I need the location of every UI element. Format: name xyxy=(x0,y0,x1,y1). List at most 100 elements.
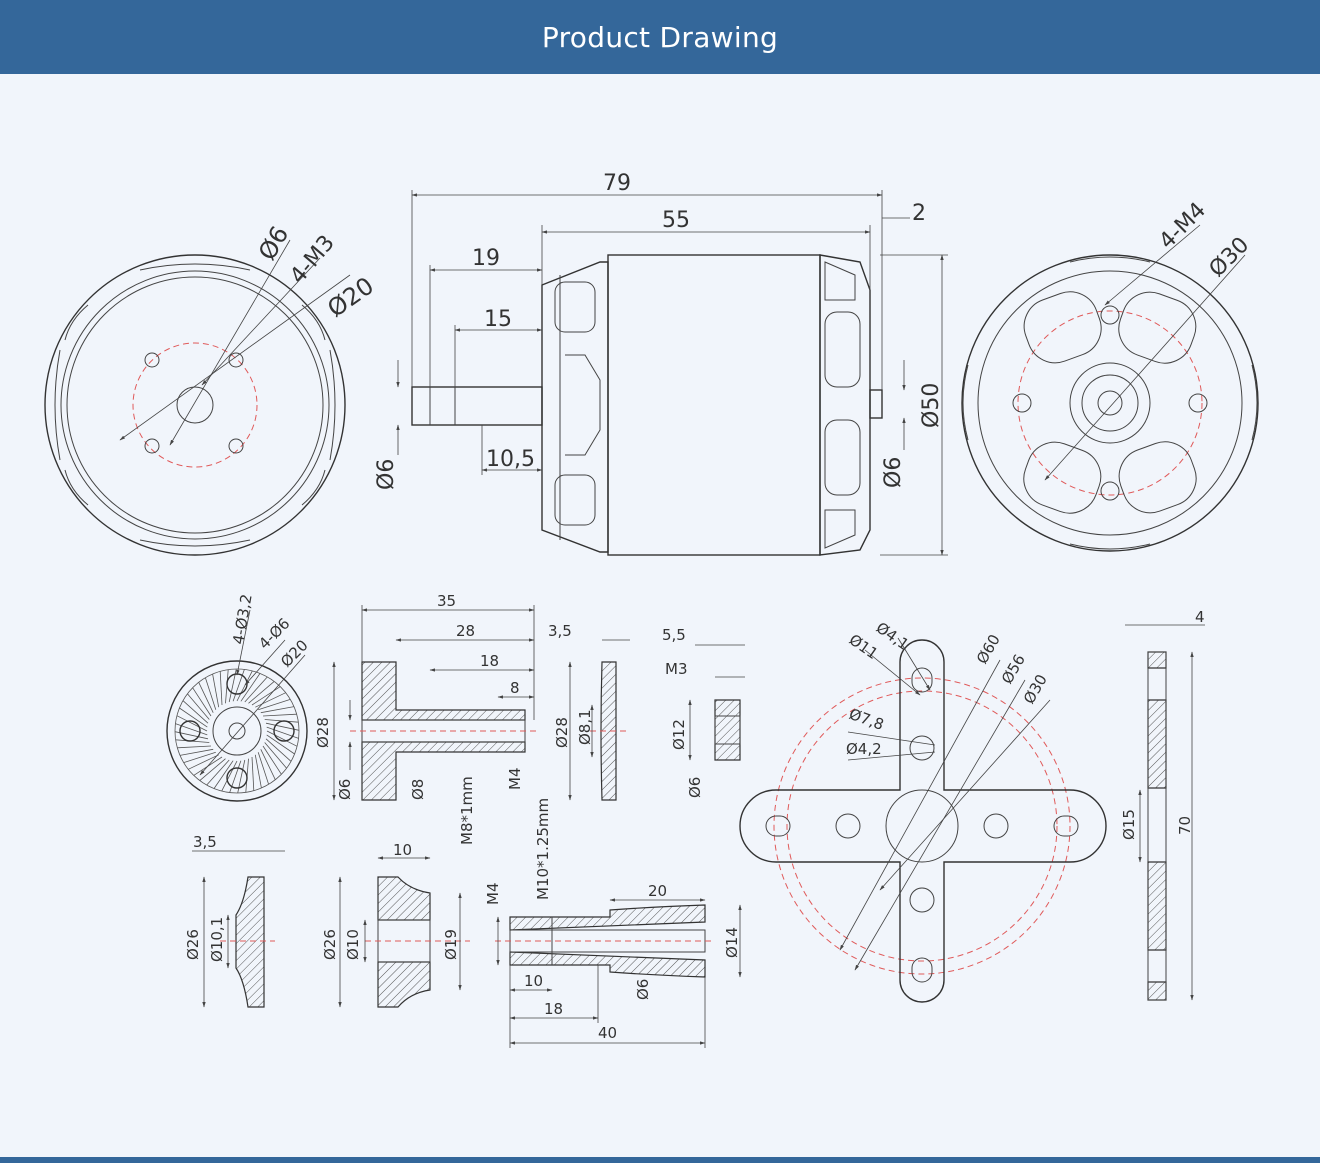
dim-g-phi26: Ø26 xyxy=(184,929,202,960)
page-title: Product Drawing xyxy=(541,20,779,54)
dim-b-28: 28 xyxy=(456,622,475,640)
spacer-cone-side: 10 Ø26 Ø10 Ø19 xyxy=(321,841,470,1008)
knurl-line xyxy=(198,682,214,713)
shaft-adapter-side: M4 M10*1.25mm 20 Ø14 10 18 40 Ø6 xyxy=(484,798,742,1048)
dim-2: 2 xyxy=(912,201,926,226)
dim-h-phi26: Ø26 xyxy=(321,929,339,960)
front-view-left: Ø6 4-M3 Ø20 xyxy=(44,221,379,556)
label-a-4phi32: 4-Ø3,2 xyxy=(229,593,256,646)
knurl-line xyxy=(179,748,214,756)
prop-adapter-side: 35 28 18 8 Ø28 Ø6 Ø8 M8*1mm M4 xyxy=(314,592,540,845)
dim-i-m4: M4 xyxy=(484,883,502,906)
dim-i-20: 20 xyxy=(648,882,667,900)
side-view-motor: 79 55 2 19 15 10,5 Ø6 Ø6 Ø50 xyxy=(374,171,948,556)
dim-f-phi15: Ø15 xyxy=(1120,809,1138,840)
dim-b-8: 8 xyxy=(510,679,520,697)
dim-b-18: 18 xyxy=(480,652,499,670)
dim-i-phi14: Ø14 xyxy=(723,927,741,958)
dim-h-phi10: Ø10 xyxy=(344,929,362,960)
knurl-line xyxy=(232,669,245,702)
knurl-line xyxy=(188,754,219,770)
dim-phi50: Ø50 xyxy=(919,383,944,428)
dim-b-35: 35 xyxy=(437,592,456,610)
dim-i-40: 40 xyxy=(598,1024,617,1042)
dim-15: 15 xyxy=(484,307,512,332)
dim-e-phi78: Ø7,8 xyxy=(847,705,887,734)
dim-h-phi19: Ø19 xyxy=(442,929,460,960)
knurl-line xyxy=(206,759,230,786)
dim-b-m8: M8*1mm xyxy=(458,776,476,845)
mount-cross: Ø4,1 Ø11 Ø60 Ø56 Ø30 Ø7,8 Ø4,2 xyxy=(739,619,1107,1003)
dim-19: 19 xyxy=(472,246,500,271)
knurl-line xyxy=(176,715,208,732)
knurl-line xyxy=(199,758,226,781)
knurl-line xyxy=(266,730,298,747)
dim-e-phi42: Ø4,2 xyxy=(846,740,882,758)
label-l-phi20: Ø20 xyxy=(322,272,379,323)
dim-h-10: 10 xyxy=(393,841,412,859)
knurl-line xyxy=(266,726,299,739)
label-l-4m3: 4-M3 xyxy=(285,231,339,289)
dim-g-35: 3,5 xyxy=(193,833,217,851)
dim-e-phi30: Ø30 xyxy=(1020,671,1051,707)
knurl-line xyxy=(258,699,291,711)
knurl-line xyxy=(266,734,295,755)
mount-side: 4 70 Ø15 xyxy=(1120,608,1205,1001)
dim-g-phi101: Ø10,1 xyxy=(208,917,226,962)
page-header: Product Drawing xyxy=(0,0,1320,74)
nut-side: 5,5 M3 Ø12 Ø6 xyxy=(662,626,745,798)
dim-f-4: 4 xyxy=(1195,608,1205,626)
knurl-line xyxy=(265,738,292,762)
dim-phi6-rear: Ø6 xyxy=(881,457,906,488)
dim-79: 79 xyxy=(603,171,631,196)
technical-drawing: Ø6 4-M3 Ø20 xyxy=(44,171,1259,1048)
knurl-line xyxy=(236,670,253,702)
dim-d-phi12: Ø12 xyxy=(670,719,688,750)
label-l-phi6: Ø6 xyxy=(253,221,294,265)
knurl-line xyxy=(251,686,281,706)
prop-adapter-front: 4-Ø3,2 4-Ø6 Ø20 xyxy=(166,593,312,802)
dim-d-55: 5,5 xyxy=(662,626,686,644)
dim-phi6-shaft: Ø6 xyxy=(374,459,399,490)
knurl-line xyxy=(248,681,275,704)
knurl-line xyxy=(212,673,220,708)
dim-d-phi6: Ø6 xyxy=(686,777,704,798)
dim-i-18: 18 xyxy=(544,1000,563,1018)
knurl-line xyxy=(179,707,208,728)
dim-55: 55 xyxy=(662,208,690,233)
label-r-phi30: Ø30 xyxy=(1205,233,1255,283)
washer-2-side: 3,5 Ø26 Ø10,1 xyxy=(184,833,285,1008)
knurl-line xyxy=(183,751,216,763)
knurl-line xyxy=(260,749,276,780)
knurl-line xyxy=(255,692,286,708)
knurl-line xyxy=(254,754,262,789)
knurl-line xyxy=(205,677,217,710)
knurl-line xyxy=(264,742,287,769)
knurl-line xyxy=(219,671,223,706)
dim-i-10: 10 xyxy=(524,972,543,990)
knurl-line xyxy=(262,745,282,775)
knurl-line xyxy=(257,752,269,785)
label-r-4m4: 4-M4 xyxy=(1155,198,1212,255)
knurl-line xyxy=(229,760,242,793)
knurl-line xyxy=(192,687,212,717)
knurl-line xyxy=(213,760,234,789)
dim-c-phi81: Ø8,1 xyxy=(576,709,594,745)
dim-c-35: 3,5 xyxy=(548,622,572,640)
label-a-phi20: Ø20 xyxy=(277,636,312,671)
washer-side: 3,5 Ø28 Ø8,1 xyxy=(548,622,630,801)
dim-b-phi28: Ø28 xyxy=(314,717,332,748)
knurl-line xyxy=(182,700,209,724)
dim-c-phi28: Ø28 xyxy=(553,717,571,748)
footer-bar xyxy=(0,1157,1320,1163)
rear-view-right: 4-M4 Ø30 xyxy=(961,198,1259,552)
knurl-line xyxy=(240,673,261,702)
knurl-line xyxy=(260,706,295,714)
dim-10-5: 10,5 xyxy=(486,447,535,472)
knurl-line xyxy=(244,676,268,703)
dim-i-m10: M10*1.25mm xyxy=(534,798,552,900)
dim-b-m4: M4 xyxy=(506,768,524,791)
dim-f-70: 70 xyxy=(1176,816,1194,835)
dim-b-phi8: Ø8 xyxy=(409,779,427,800)
dim-d-m3: M3 xyxy=(665,660,688,678)
